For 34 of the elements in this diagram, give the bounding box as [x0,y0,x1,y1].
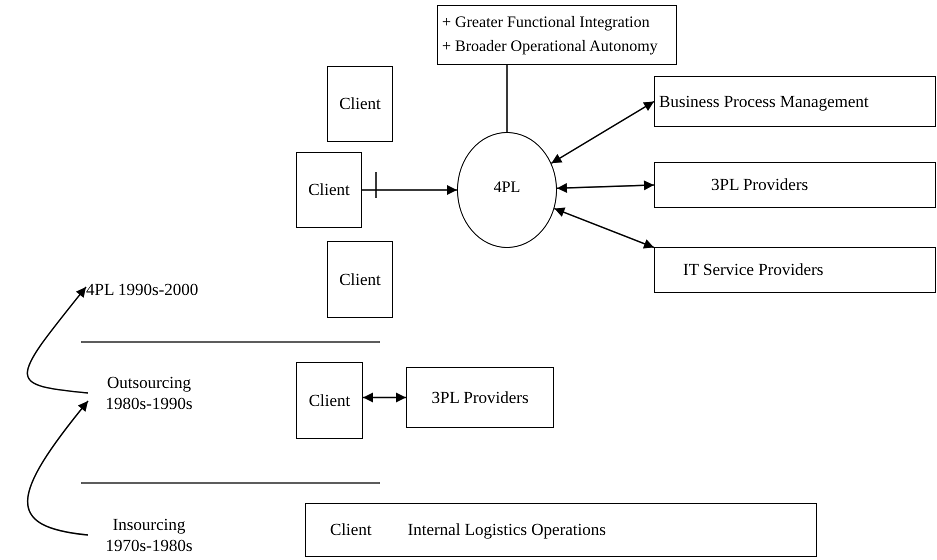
arrow [551,100,654,164]
arrow [556,180,654,193]
process-box [327,66,393,142]
process-box [296,152,362,228]
node-text: IT Service Providers [683,259,824,281]
note-box [437,5,677,65]
process-box [654,247,936,293]
node-text: Insourcing 1970s-1980s [104,514,194,556]
process-box [296,362,363,439]
node-text: Business Process Management [659,90,869,112]
node-text: Client [339,93,381,115]
node-text: + Greater Functional Integration [442,13,651,33]
process-box [305,503,817,557]
node-text: Client [339,268,381,290]
arrow [27,400,89,536]
node-text: Client [308,179,350,201]
node-text: 3PL Providers [711,174,808,196]
node-text: Client [308,390,350,412]
node-text: Client [330,519,372,541]
process-box [406,367,554,428]
node-text: + Broader Operational Autonomy [442,37,659,57]
node-text: 3PL Providers [431,386,529,408]
arrow [554,208,654,249]
node-text: Outsourcing 1980s-1990s [104,372,194,414]
node-text: 4PL 1990s-2000 [86,279,198,301]
process-box [654,76,936,127]
connector-line [506,65,508,132]
arrow [363,392,406,402]
arrow [362,185,457,195]
arrow [26,286,88,394]
node-text: 4PL [494,178,520,198]
process-box [327,241,393,318]
node-text: Internal Logistics Operations [408,519,606,541]
process-box [654,162,936,208]
